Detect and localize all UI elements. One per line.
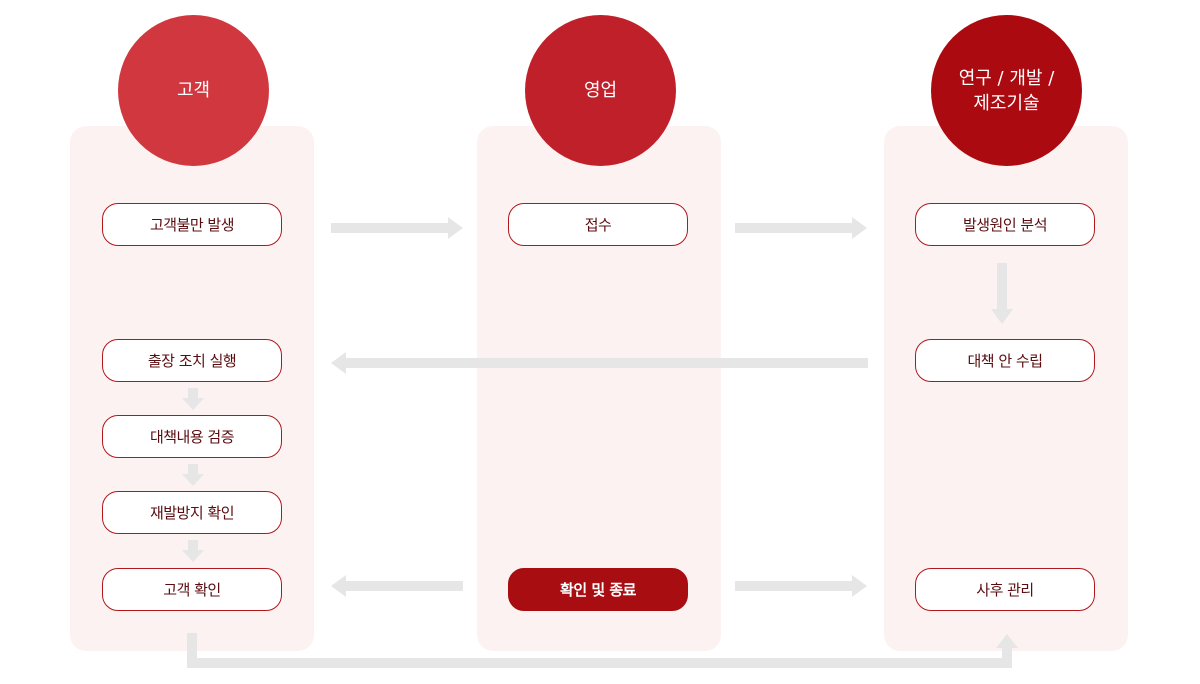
- step-aftercare: 사후 관리: [915, 568, 1095, 611]
- step-close: 확인 및 종료: [508, 568, 688, 611]
- arrow-icon: [182, 540, 204, 562]
- arrow-icon: [182, 388, 204, 410]
- step-verify: 대책내용 검증: [102, 415, 282, 458]
- lane-header-rnd: 연구 / 개발 / 제조기술: [931, 15, 1082, 166]
- arrow-icon: [331, 217, 463, 239]
- arrow-icon: [735, 575, 867, 597]
- lane-header-sales: 영업: [525, 15, 676, 166]
- arrow-icon: [735, 217, 867, 239]
- step-cause-analysis: 발생원인 분석: [915, 203, 1095, 246]
- arrow-icon: [991, 263, 1013, 324]
- arrow-icon: [187, 633, 1018, 668]
- step-complaint: 고객불만 발생: [102, 203, 282, 246]
- lane-header-customer: 고객: [118, 15, 269, 166]
- arrow-icon: [331, 352, 868, 374]
- step-recurrence-check: 재발방지 확인: [102, 491, 282, 534]
- arrow-icon: [331, 575, 463, 597]
- step-customer-confirm: 고객 확인: [102, 568, 282, 611]
- step-field-action: 출장 조치 실행: [102, 339, 282, 382]
- step-receipt: 접수: [508, 203, 688, 246]
- arrow-icon: [182, 464, 204, 486]
- step-countermeasure: 대책 안 수립: [915, 339, 1095, 382]
